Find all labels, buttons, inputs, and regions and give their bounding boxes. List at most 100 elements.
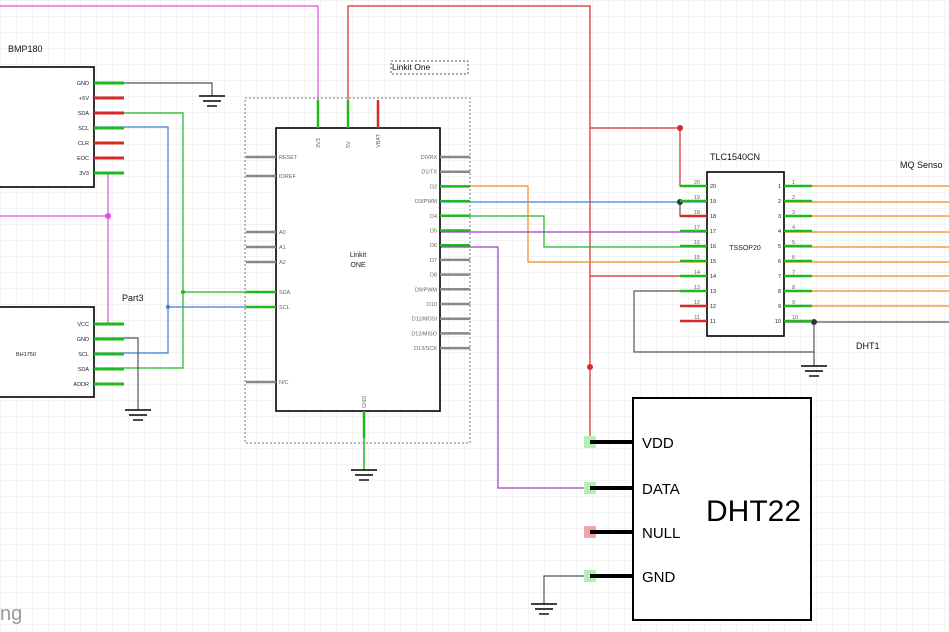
tlc-right-pin-number: 4 xyxy=(792,225,795,231)
ground-dht22 xyxy=(531,603,557,615)
linkit-right-pin-label: D8 xyxy=(430,273,437,279)
tlc-left-pin-number: 13 xyxy=(694,285,700,291)
linkit-right-pin-label: D1/TX xyxy=(421,170,437,176)
linkit-body xyxy=(275,127,441,412)
bmp180-pin-label: SCL xyxy=(78,126,89,132)
wire-gray-gnd-dht[interactable] xyxy=(543,575,590,604)
tlc-right-pin-number: 8 xyxy=(792,285,795,291)
wire-pink-3v3[interactable] xyxy=(0,5,319,128)
tlc-left-pin-number: 15 xyxy=(694,255,700,261)
tlc-left-pin-inner-number: 20 xyxy=(710,184,716,190)
bh1750-label: BH1750 xyxy=(16,352,36,358)
wire-orange-d2[interactable] xyxy=(440,185,707,263)
ground-tlc xyxy=(801,365,827,377)
tlc-left-pin-number: 19 xyxy=(694,195,700,201)
wire-gray-gnd-bmp[interactable] xyxy=(94,82,213,96)
bh1750-body xyxy=(0,306,95,398)
bh1750-pin-label: VCC xyxy=(77,322,89,328)
linkit-title-box xyxy=(390,60,469,75)
dht22-pin-label: DATA xyxy=(642,481,680,498)
ground-linkit xyxy=(351,411,377,481)
tlc-left-pin-inner-number: 11 xyxy=(710,319,716,325)
tlc-left-pin-inner-number: 18 xyxy=(710,214,716,220)
tlc-left-pin-inner-number: 19 xyxy=(710,199,716,205)
linkit-right-pin-label: D4 xyxy=(430,214,437,220)
part3-label: Part3 xyxy=(122,293,144,303)
linkit-left-pin-label: IOREF xyxy=(279,174,296,180)
tlc-right-pin-inner-number: 1 xyxy=(778,184,781,190)
ground-bmp180 xyxy=(199,95,225,107)
bmp180-pin-label: CLR xyxy=(78,141,89,147)
wire-red-5v[interactable] xyxy=(347,5,591,440)
tlc-right-pin-inner-number: 2 xyxy=(778,199,781,205)
watermark-text: ng xyxy=(0,603,22,625)
tlc-left-pin-number: 20 xyxy=(694,180,700,186)
linkit-left-pin-label: SDA xyxy=(279,290,291,296)
tlc-right-pin-number: 7 xyxy=(792,270,795,276)
linkit-right-pin-label: D13/SCK xyxy=(414,346,437,352)
tlc1540cn-chip[interactable]: TLC1540CN TSSOP20 2020191918181717161615… xyxy=(680,152,812,337)
wire-purple-d6[interactable] xyxy=(440,246,590,489)
linkit-one-board[interactable]: Linkit One Linkit ONE RESETIOREFA0A1A2SD… xyxy=(244,60,471,444)
tlc-right-pin-inner-number: 5 xyxy=(778,244,781,250)
linkit-right-pin-label: D10 xyxy=(427,302,437,308)
linkit-left-pin-label: A0 xyxy=(279,230,286,236)
tlc-left-pin-number: 12 xyxy=(694,300,700,306)
tlc-right-pin-number: 5 xyxy=(792,240,795,246)
bmp180-body xyxy=(0,66,95,188)
linkit-right-pin-label: D5 xyxy=(430,229,437,235)
tlc-left-pin-number: 14 xyxy=(694,270,700,276)
tlc-left-pin-number: 17 xyxy=(694,225,700,231)
tlc-right-pin-number: 6 xyxy=(792,255,795,261)
tlc-right-pin-inner-number: 10 xyxy=(775,319,781,325)
tlc-left-pin-inner-number: 16 xyxy=(710,244,716,250)
dht22-pin-label: NULL xyxy=(642,525,680,542)
linkit-right-pin-label: D7 xyxy=(430,258,437,264)
dht1-label: DHT1 xyxy=(856,341,880,351)
linkit-right-pin-label: D11/MOSI xyxy=(412,317,438,323)
linkit-left-pin-label: SCL xyxy=(279,305,290,311)
linkit-left-pin-label: RESET xyxy=(279,155,298,161)
linkit-pins: RESETIOREFA0A1A2SDASCLN/CD0/RXD1/TXD2D3/… xyxy=(246,100,470,438)
bmp180-label: BMP180 xyxy=(8,44,43,54)
tlc-right-pin-number: 9 xyxy=(792,300,795,306)
tlc-right-pin-inner-number: 7 xyxy=(778,274,781,280)
linkit-left-pin-label: N/C xyxy=(279,380,289,386)
tlc-left-pin-inner-number: 13 xyxy=(710,289,716,295)
tlc-left-pin-number: 16 xyxy=(694,240,700,246)
tlc-right-pin-inner-number: 6 xyxy=(778,259,781,265)
linkit-body-line1: Linkit xyxy=(350,252,366,259)
tlc-left-pin-inner-number: 17 xyxy=(710,229,716,235)
tlc-left-pin-number: 18 xyxy=(694,210,700,216)
wire-blue-scl[interactable] xyxy=(94,126,169,354)
tlc-right-pin-number: 3 xyxy=(792,210,795,216)
bmp180-pin-label: +5V xyxy=(79,96,89,102)
tlc-pins: 2020191918181717161615151414131312121111… xyxy=(680,180,812,325)
linkit-outline xyxy=(244,97,471,444)
linkit-right-pin-label: D0/RX xyxy=(421,155,438,161)
linkit-bottom-pin-label: GND xyxy=(362,396,368,408)
bh1750-pin-label: GND xyxy=(77,337,89,343)
dht22-label: DHT22 xyxy=(706,495,801,528)
linkit-left-pin-label: A1 xyxy=(279,245,286,251)
linkit-top-pin-label: 3V3 xyxy=(316,138,322,148)
tlc-right-pin-number: 1 xyxy=(792,180,795,186)
bh1750-pin-label: ADDR xyxy=(73,382,89,388)
tlc-left-pin-inner-number: 15 xyxy=(710,259,716,265)
bmp180-pin-label: EOC xyxy=(77,156,89,162)
linkit-title: Linkit One xyxy=(392,62,431,72)
tlc-label: TLC1540CN xyxy=(710,152,760,162)
bmp180-pin-label: 3V3 xyxy=(79,171,89,177)
bmp180-pin-label: GND xyxy=(77,81,89,87)
linkit-right-pin-label: D6 xyxy=(430,243,437,249)
tlc-body xyxy=(706,171,785,337)
tlc-left-pin-inner-number: 12 xyxy=(710,304,716,310)
bh1750-pin-label: SCL xyxy=(78,352,89,358)
linkit-body-line2: ONE xyxy=(350,262,366,269)
tlc-body-label: TSSOP20 xyxy=(729,245,761,252)
linkit-right-pin-label: D2 xyxy=(430,184,437,190)
